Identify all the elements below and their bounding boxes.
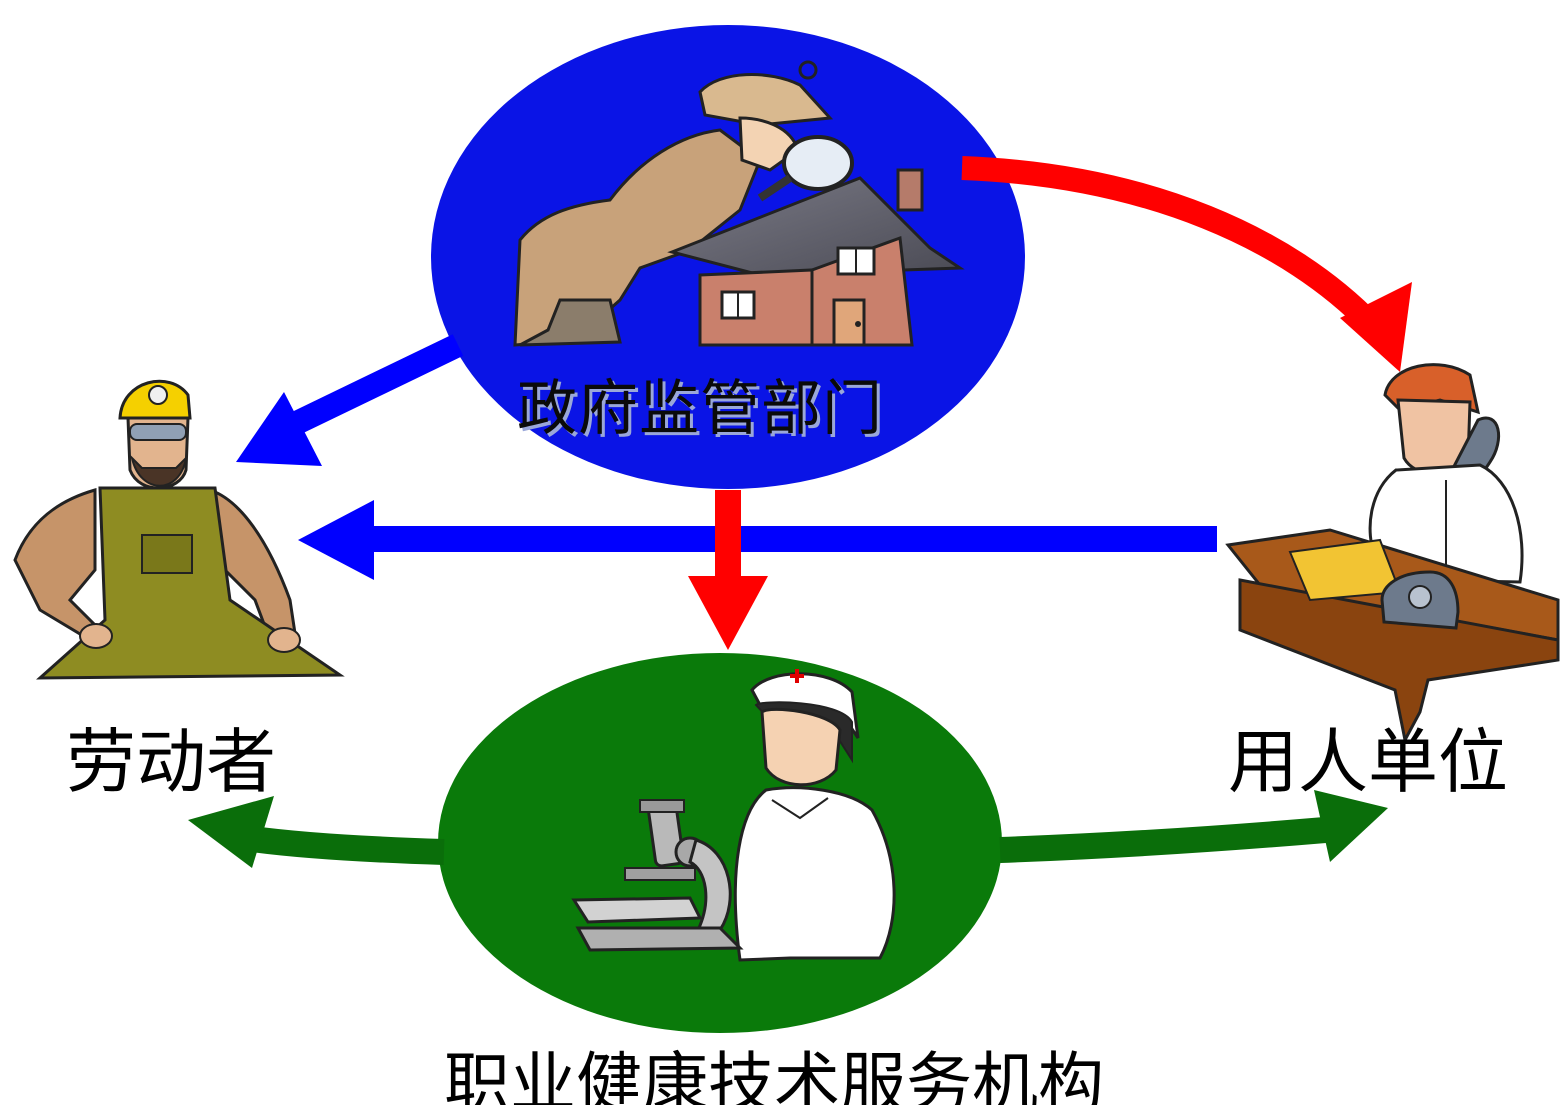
nurse-with-microscope-icon [571,669,896,962]
arrow-service-to-employer [999,790,1388,863]
worker-label: 劳动者 [66,721,276,803]
arrow-government-to-service [688,490,768,650]
service-ellipse [438,653,1002,1033]
employer-label: 用人单位 [1228,721,1508,803]
arrow-government-to-employer [961,156,1412,372]
arrow-employer-to-worker [298,500,1217,580]
worker-with-hardhat-icon [13,379,345,680]
inspector-with-magnifier-over-house-icon [513,60,965,347]
arrow-government-to-worker [236,334,464,466]
man-on-phone-at-desk-icon [1225,363,1560,745]
service-label: 职业健康技术服务机构 [444,1045,1104,1105]
government-label: 政府监管部门 [517,374,883,444]
arrow-service-to-worker [188,796,445,868]
